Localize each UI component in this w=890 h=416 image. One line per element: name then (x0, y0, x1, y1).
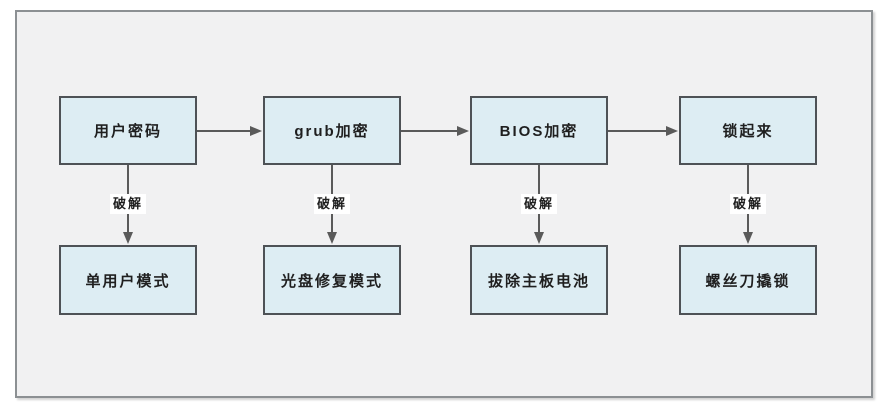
edge-label-crack-lock: 破解 (729, 194, 767, 214)
node-lock-up: 锁起来 (679, 96, 817, 165)
edge-label-crack-bios: 破解 (520, 194, 558, 214)
node-bios-encryption: BIOS加密 (470, 96, 608, 165)
node-cd-rescue-mode: 光盘修复模式 (263, 245, 401, 315)
edge-label-crack-grub: 破解 (313, 194, 351, 214)
node-user-password: 用户密码 (59, 96, 197, 165)
node-grub-encryption: grub加密 (263, 96, 401, 165)
edge-label-crack-user-password: 破解 (109, 194, 147, 214)
node-screwdriver-pry-lock: 螺丝刀撬锁 (679, 245, 817, 315)
node-single-user-mode: 单用户模式 (59, 245, 197, 315)
node-remove-motherboard-battery: 拔除主板电池 (470, 245, 608, 315)
